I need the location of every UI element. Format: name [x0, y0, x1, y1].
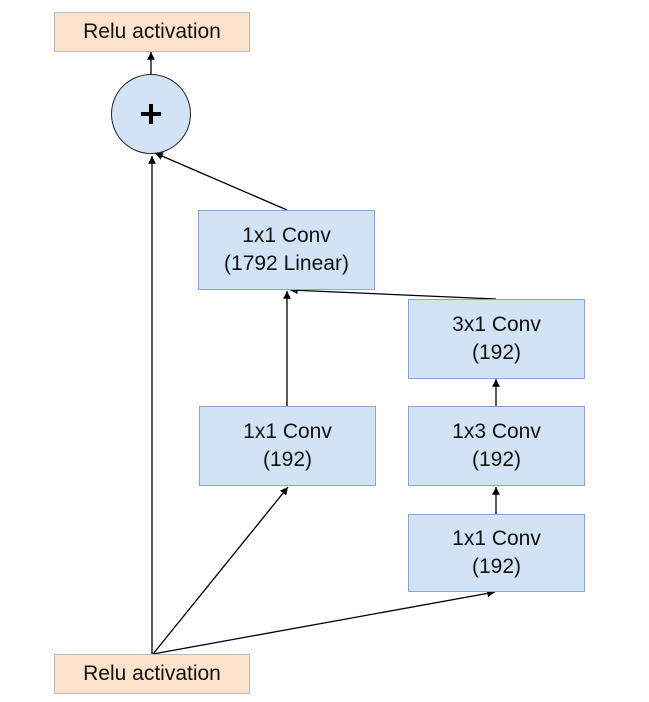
edge-relu-to-conv-1x1-left: [152, 486, 289, 655]
conv-1x3-line2: (192): [471, 448, 522, 471]
conv-1x1-right-line1: 1x1 Conv: [452, 527, 541, 550]
relu-activation-bottom: Relu activation: [54, 654, 250, 694]
conv-1x1-linear-line1: 1x1 Conv: [242, 224, 331, 247]
relu-activation-top-label: Relu activation: [83, 20, 221, 43]
conv-3x1-line2: (192): [471, 341, 522, 364]
addition-node: [111, 74, 191, 154]
conv-1x1-linear-line2: (1792 Linear): [224, 252, 349, 275]
conv-1x3-line1: 1x3 Conv: [452, 420, 541, 443]
relu-activation-top: Relu activation: [54, 12, 250, 52]
conv-1x1-right: 1x1 Conv (192): [408, 514, 585, 592]
conv-1x3: 1x3 Conv (192): [408, 406, 585, 486]
relu-activation-bottom-label: Relu activation: [83, 662, 221, 685]
conv-1x1-right-line2: (192): [471, 555, 522, 578]
edge-relu-to-conv-1x1-right: [152, 589, 496, 655]
conv-1x1-left-line2: (192): [262, 448, 313, 471]
conv-1x1-linear: 1x1 Conv (1792 Linear): [198, 210, 375, 290]
conv-3x1-line1: 3x1 Conv: [452, 313, 541, 336]
edge-conv-3x1-to-conv-linear: [289, 286, 497, 300]
conv-3x1: 3x1 Conv (192): [408, 299, 585, 379]
plus-icon-vertical: [149, 104, 153, 124]
conv-1x1-left: 1x1 Conv (192): [199, 406, 376, 486]
conv-1x1-left-line1: 1x1 Conv: [243, 420, 332, 443]
edge-conv-linear-to-add: [154, 152, 288, 211]
